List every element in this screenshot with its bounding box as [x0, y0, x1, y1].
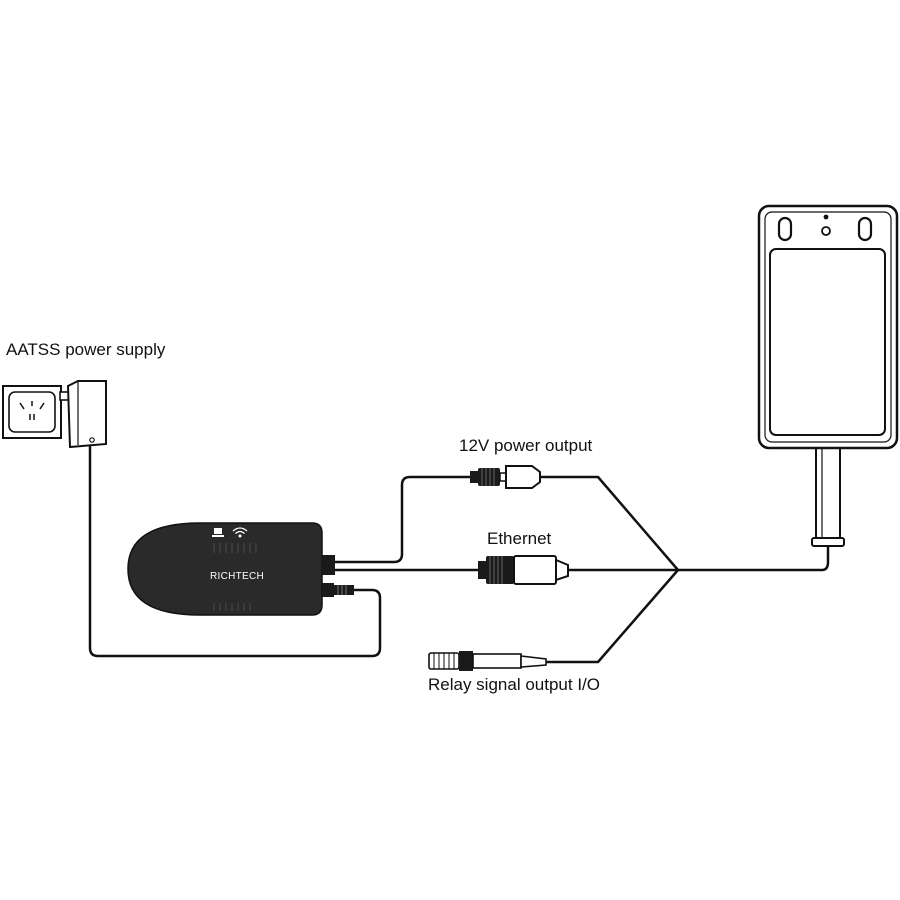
relay-branch — [544, 568, 680, 664]
dc-plug-icon — [470, 465, 541, 489]
power-branch — [538, 475, 680, 572]
monitor-status-icon — [212, 528, 224, 537]
rj45-plug-icon — [478, 555, 569, 585]
terminal-cable — [676, 543, 830, 572]
router-input-plug — [322, 583, 354, 597]
adapter-cable — [88, 445, 382, 658]
router-icon: RICHTECH — [127, 522, 354, 616]
wires — [88, 445, 830, 664]
power-adapter-icon — [59, 380, 107, 449]
terminal-icon — [757, 204, 899, 547]
label-12v-power-output: 12V power output — [459, 436, 593, 455]
wifi-icon — [232, 527, 248, 538]
label-ethernet: Ethernet — [487, 529, 552, 548]
relay-plug-icon — [428, 651, 547, 671]
router-brand: RICHTECH — [210, 571, 264, 582]
router-port-middle — [321, 566, 335, 575]
label-power-supply: AATSS power supply — [6, 340, 166, 359]
label-relay-output: Relay signal output I/O — [428, 675, 600, 694]
wall-outlet-icon — [2, 385, 62, 439]
router-port-top — [321, 555, 335, 566]
router-power-cable — [332, 475, 476, 564]
